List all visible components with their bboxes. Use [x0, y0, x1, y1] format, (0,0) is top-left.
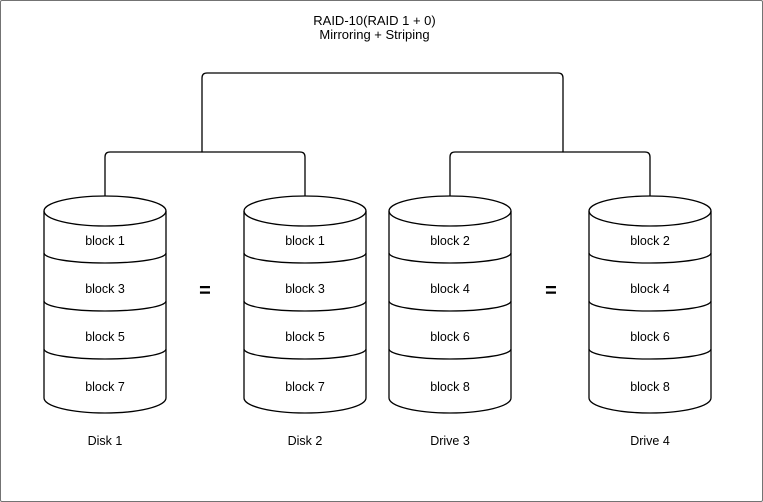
top-bracket-line	[201, 72, 564, 153]
title-line: RAID-10(RAID 1 + 0)	[313, 13, 436, 28]
disk-cylinder-1: block 1 block 3 block 5 block 7 Disk 1	[43, 195, 167, 461]
block-label: block 7	[85, 380, 125, 394]
diagram-title: RAID-10(RAID 1 + 0) Mirroring + Striping	[1, 14, 748, 42]
equals-sign: =	[199, 280, 211, 302]
block-label: block 3	[85, 282, 125, 296]
left-pair-bracket-line	[104, 151, 306, 198]
right-pair-bracket-line	[449, 151, 651, 198]
block-label: block 8	[430, 380, 470, 394]
disk-name-label: Disk 1	[87, 434, 123, 448]
block-label: block 4	[430, 282, 470, 296]
cylinder-icon	[43, 195, 167, 414]
block-label: block 8	[630, 380, 670, 394]
subtitle-line: Mirroring + Striping	[319, 27, 430, 42]
block-label: block 6	[630, 330, 670, 344]
cylinder-icon	[243, 195, 367, 414]
disk-name-label: Drive 4	[630, 434, 670, 448]
cylinder-icon	[388, 195, 512, 414]
disk-cylinder-3: block 2 block 4 block 6 block 8 Drive 3	[388, 195, 512, 461]
disk-name-label: Drive 3	[430, 434, 470, 448]
disk-cylinder-4: block 2 block 4 block 6 block 8 Drive 4	[588, 195, 712, 461]
block-label: block 5	[85, 330, 125, 344]
disk-name-label: Disk 2	[287, 434, 323, 448]
block-label: block 2	[430, 234, 470, 248]
cylinder-icon	[588, 195, 712, 414]
block-label: block 4	[630, 282, 670, 296]
block-label: block 6	[430, 330, 470, 344]
disk-cylinder-2: block 1 block 3 block 5 block 7 Disk 2	[243, 195, 367, 461]
block-label: block 1	[285, 234, 325, 248]
block-label: block 5	[285, 330, 325, 344]
block-label: block 3	[285, 282, 325, 296]
block-label: block 7	[285, 380, 325, 394]
block-label: block 2	[630, 234, 670, 248]
equals-sign: =	[545, 280, 557, 302]
block-label: block 1	[85, 234, 125, 248]
